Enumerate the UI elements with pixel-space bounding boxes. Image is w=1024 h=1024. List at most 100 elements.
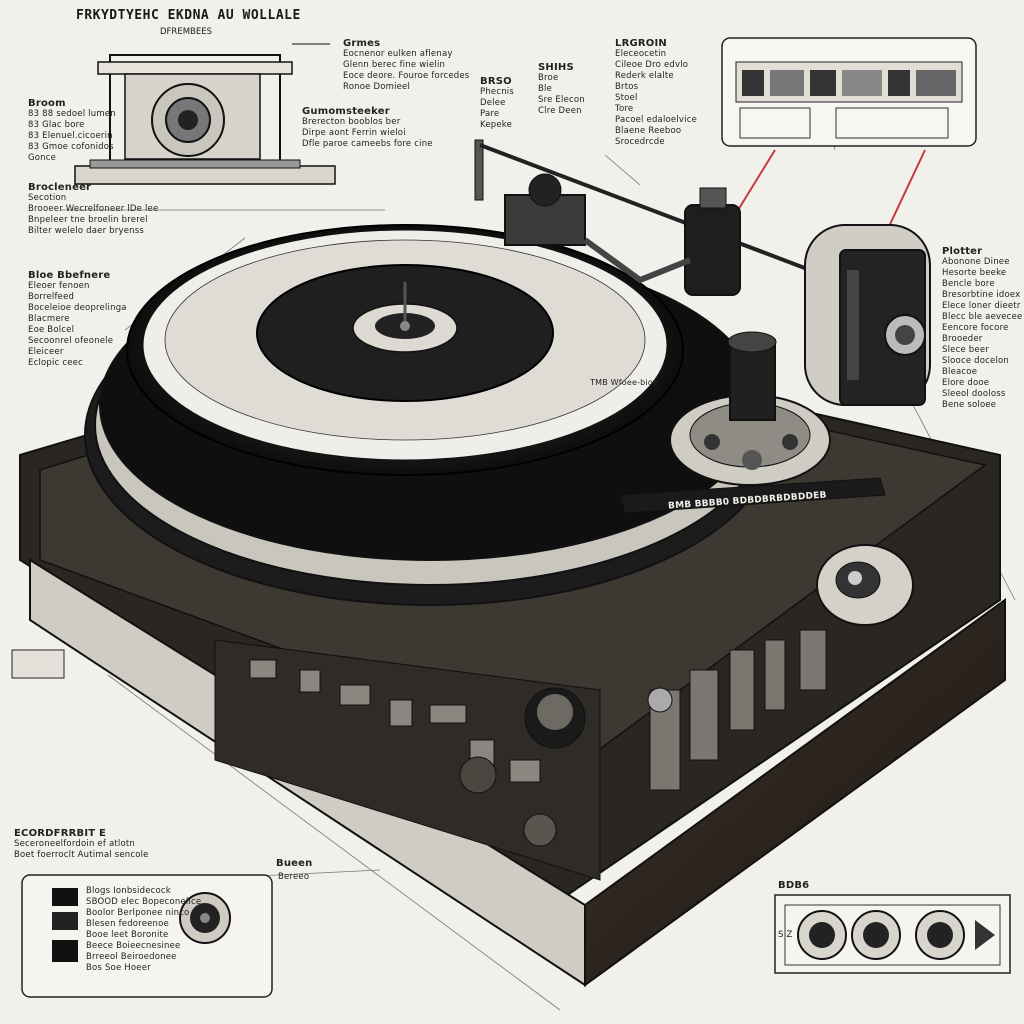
col-heading: BRSO xyxy=(480,76,512,87)
note-heading: Grmes xyxy=(343,38,381,49)
poster-title: FRKYDTYEHC EKDNA AU WOLLALE xyxy=(76,8,301,23)
note-heading: LRGROIN xyxy=(615,38,667,49)
bottom-right-mark: S Z xyxy=(778,930,793,940)
note-line: Secotion xyxy=(28,193,67,203)
note-line: Brooeder xyxy=(942,334,983,344)
col-line: Kepeke xyxy=(480,120,513,130)
note-line: Bencle bore xyxy=(942,279,995,289)
note-line: Blaene Reeboo xyxy=(615,126,682,136)
note-line: Bleacoe xyxy=(942,367,978,377)
note-line: Pacoel edaloelvice xyxy=(615,115,698,125)
note-line: Brooeer Wecrelfoneer lDe lee xyxy=(28,204,159,214)
note-line: Glenn berec fine wielin xyxy=(343,60,446,70)
note-line: Brerecton booblos ber xyxy=(302,117,401,127)
top-left-inset-diagram xyxy=(74,43,336,185)
center-col-right: SHIHS Broe Ble Sre Elecon Clre Deen xyxy=(538,62,585,117)
note-line: Sleeol dooloss xyxy=(942,389,1006,399)
note-line: Brtos xyxy=(615,82,639,92)
note-line: 83 Elenuel.cicoerin xyxy=(28,131,113,141)
note-line: Eocnenor eulken aflenay xyxy=(343,49,453,59)
platter-assembly xyxy=(84,224,776,606)
callout-line-red xyxy=(734,149,776,216)
callout-line-red-2 xyxy=(884,149,926,236)
col-line: Delee xyxy=(480,98,506,108)
note-line: Cileoe Dro edvlo xyxy=(615,60,689,70)
bottom-left-inset-panel xyxy=(21,874,273,998)
note-line: Slooce docelon xyxy=(942,356,1010,366)
bottom-left-note: ECORDFRRBIT E Seceroneelfordoin ef atlot… xyxy=(14,828,149,861)
note-line: 83 Gmoe cofonidos xyxy=(28,142,114,152)
note-line: Dirpe aont Ferrin wieloi xyxy=(302,128,406,138)
note-line: Boet foerroclt Autimal sencole xyxy=(14,850,149,860)
note-line: 83 88 sedoel lumen xyxy=(28,109,116,119)
col-line: Sre Elecon xyxy=(538,95,585,105)
col-line: Ble xyxy=(538,84,553,94)
note-line: Bene soloee xyxy=(942,400,997,410)
col-line: Phecnis xyxy=(480,87,514,97)
note-heading: ECORDFRRBIT E xyxy=(14,828,106,839)
poster-subtitle: DFREMBEES xyxy=(160,27,213,37)
note-line: Rederk elalte xyxy=(615,71,674,81)
motor-assembly xyxy=(669,331,831,486)
left-notes-b: Brocleneer Secotion Brooeer Wecrelfoneer… xyxy=(28,182,158,237)
control-unit xyxy=(804,224,931,406)
note-heading: Broom xyxy=(28,98,66,109)
note-heading: Brocleneer xyxy=(28,182,92,193)
note-line: Srocedrcde xyxy=(615,137,665,147)
note-line: Bnpeleer tne broelin brerel xyxy=(28,215,148,225)
bottom-left-box-text: Blogs Ionbsidecock SBOOD elec Bopeconeli… xyxy=(86,886,201,974)
note-line: Eleceocetin xyxy=(615,49,667,59)
center-note: Gumomsteeker Brerecton booblos ber Dirpe… xyxy=(302,106,433,150)
left-edge-tag xyxy=(11,649,65,679)
top-right-note: LRGROIN Eleceocetin Cileoe Dro edvlo Red… xyxy=(615,38,697,148)
note-line: Dfle paroe cameebs fore cine xyxy=(302,139,433,149)
note-line: Eclopic ceec xyxy=(28,358,83,368)
box-line: SBOOD elec Bopeconelice xyxy=(86,897,202,907)
note-line: Eoce deore. Fouroe forcedes xyxy=(343,71,470,81)
note-heading: Bloe Bbefnere xyxy=(28,270,111,281)
platter-label: TMB Wfoee-bioe xyxy=(590,378,659,387)
note-line: Abonone Dinee xyxy=(942,257,1010,267)
belt-strip xyxy=(619,477,886,514)
bottom-center-heading: Bueen xyxy=(276,858,313,869)
note-line: Blacmere xyxy=(28,314,70,324)
note-heading: Gumomsteeker xyxy=(302,106,390,117)
box-line: Blesen fedoreenoe xyxy=(86,919,169,929)
note-line: Seceroneelfordoin ef atlotn xyxy=(14,839,135,849)
note-line: Elore dooe xyxy=(942,378,990,388)
note-line: Eoe Bolcel xyxy=(28,325,75,335)
note-line: Bilter welelo daer bryenss xyxy=(28,226,144,236)
note-line: Slece beer xyxy=(942,345,989,355)
box-line: Boolor Berlponee ninco xyxy=(86,908,190,918)
note-line: Tore xyxy=(615,104,634,114)
box-line: Beece Boieecnesinee xyxy=(86,941,181,951)
note-line: Blecc ble aevecee xyxy=(942,312,1023,322)
bottom-right-label: BDB6 xyxy=(778,880,810,891)
col-line: Clre Deen xyxy=(538,106,582,116)
left-notes-a: Broom 83 88 sedoel lumen 83 Glac bore 83… xyxy=(28,98,116,164)
right-notes: Plotter Abonone Dinee Hesorte beeke Benc… xyxy=(942,246,1022,411)
note-line: Elece loner dieetr xyxy=(942,301,1021,311)
note-line: Borrelfeed xyxy=(28,292,75,302)
note-line: Gonce xyxy=(28,153,57,163)
box-line: Brreeol Beiroedonee xyxy=(86,952,177,962)
note-heading: Plotter xyxy=(942,246,983,257)
pulley-wheel xyxy=(816,544,914,626)
col-line: Broe xyxy=(538,73,559,83)
top-right-inset-panel xyxy=(721,37,977,147)
box-line: Blogs Ionbsidecock xyxy=(86,886,171,896)
note-line: Boceleioe deoprelinga xyxy=(28,303,127,313)
top-left-note: Grmes Eocnenor eulken aflenay Glenn bere… xyxy=(343,38,469,93)
col-line: Pare xyxy=(480,109,500,119)
note-line: Stoel xyxy=(615,93,638,103)
box-line: Bos Soe Hoeer xyxy=(86,963,151,973)
tonearm xyxy=(474,139,811,296)
note-line: Secoonrel ofeonele xyxy=(28,336,114,346)
col-heading: SHIHS xyxy=(538,62,574,73)
note-line: Eleiceer xyxy=(28,347,64,357)
center-col-left: BRSO Phecnis Delee Pare Kepeke xyxy=(480,76,514,131)
note-line: 83 Glac bore xyxy=(28,120,85,130)
note-line: Bresorbtine idoex xyxy=(942,290,1021,300)
note-line: Eleoer fenoen xyxy=(28,281,90,291)
